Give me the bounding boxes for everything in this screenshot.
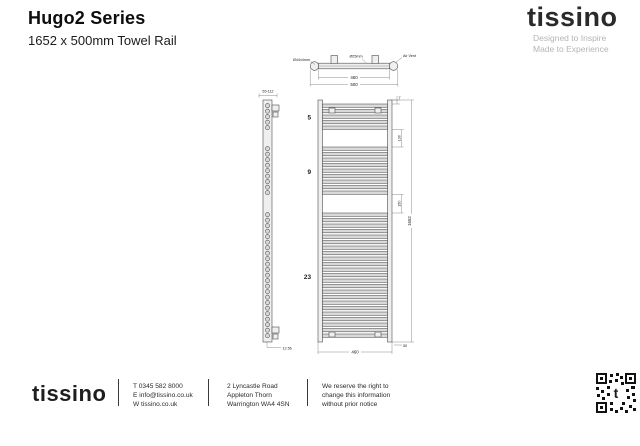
footer-web: W tissino.co.uk	[133, 401, 178, 408]
brand-tagline: Designed to Inspire Made to Experience	[527, 33, 618, 54]
dim-label-tube-diameter: Ø25mm	[349, 55, 362, 59]
footer-address-line2: Appleton Thorn	[227, 392, 272, 399]
tube-count-top: 5	[307, 115, 311, 122]
qr-code-icon: t	[595, 372, 637, 414]
front-tubes	[322, 103, 388, 338]
page-subtitle: 1652 x 500mm Towel Rail	[28, 33, 177, 48]
tagline-line2: Made to Experience	[533, 43, 609, 54]
footer-notice-line3: without prior notice	[322, 401, 378, 408]
footer-notice-line1: We reserve the right to	[322, 383, 389, 390]
footer-notice: We reserve the right to change this info…	[322, 382, 390, 409]
footer-divider	[208, 379, 209, 406]
dim-label-gap-upper: 130	[398, 135, 402, 141]
front-view: 5 9 23 7 130 150 1652	[304, 96, 414, 355]
footer-divider	[307, 379, 308, 406]
tube-count-middle: 9	[307, 169, 311, 176]
dim-label-gap-lower: 150	[398, 201, 402, 207]
dim-label-overall-height: 1652	[407, 216, 412, 226]
side-tube-ends	[265, 103, 270, 339]
tube-count-bottom: 23	[304, 274, 312, 281]
footer-address-line1: 2 Lyncastle Road	[227, 383, 278, 390]
dim-label-inner-width: 460	[350, 75, 358, 80]
footer-email: E info@tissino.co.uk	[133, 392, 193, 399]
footer-tissino-logo: tissino	[32, 381, 107, 406]
footer-phone: T 0345 582 8000	[133, 383, 183, 390]
tagline-line1: Designed to Inspire	[533, 33, 607, 43]
dim-label-bottom-detail: 12.56	[283, 347, 292, 351]
brand-block: tissino Designed to Inspire Made to Expe…	[527, 2, 618, 54]
side-view: 55-112 12.56	[258, 90, 292, 351]
qr-center-letter: t	[614, 385, 619, 401]
footer-address-line3: Warrington WA4 4SN	[227, 401, 290, 408]
dim-label-bottom-width: 460	[351, 350, 359, 355]
tissino-logo: tissino	[527, 2, 618, 32]
page-title: Hugo2 Series	[28, 8, 146, 28]
dim-label-bracket-offset: 50	[403, 344, 407, 348]
dim-label-top-offset: 7	[399, 96, 401, 100]
dim-label-tube-end: Ø44x4mm	[293, 58, 310, 62]
top-view: Ø44x4mm Ø25mm Air Vent 460 500	[293, 54, 416, 88]
footer-address: 2 Lyncastle Road Appleton Thorn Warringt…	[227, 382, 290, 409]
footer-notice-line2: change this information	[322, 392, 391, 399]
footer-contact: T 0345 582 8000 E info@tissino.co.uk W t…	[133, 382, 193, 409]
dim-label-overall-width: 500	[350, 82, 358, 87]
dim-label-air-vent: Air Vent	[403, 54, 416, 58]
footer-divider	[118, 379, 119, 406]
dim-label-wall-distance: 55-112	[262, 90, 273, 94]
